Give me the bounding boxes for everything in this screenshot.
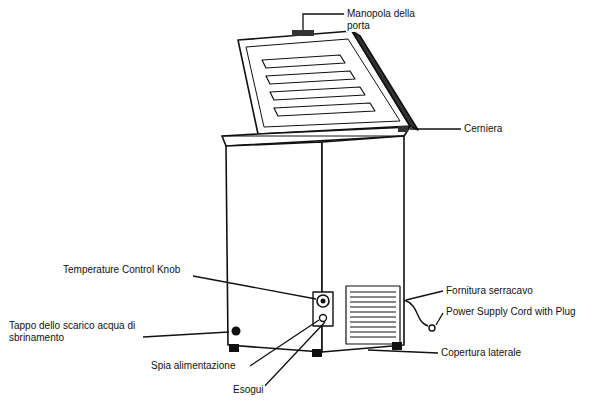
control-panel (313, 292, 333, 326)
part-label: Tappo dello scarico acqua di sbrinamento (8, 320, 142, 344)
vent-slats (350, 292, 396, 337)
temperature-knob (317, 295, 329, 307)
part-label: Manopola della porta (346, 8, 428, 32)
part-label: Fornitura serracavo (445, 285, 534, 297)
plug (429, 325, 435, 331)
drain-plug (232, 327, 241, 336)
cabinet-front (226, 142, 322, 352)
hinge (398, 126, 408, 132)
part-label: Cerniera (463, 123, 503, 135)
part-label: Esogui (232, 384, 265, 396)
part-label: Power Supply Cord with Plug (445, 306, 577, 318)
leader-lines (143, 14, 461, 389)
part-label: Spia alimentazione (150, 360, 237, 372)
part-label: Copertura laterale (440, 347, 522, 359)
foot (312, 349, 322, 357)
power-light (320, 315, 327, 322)
cabinet-side (322, 136, 404, 352)
part-label: Temperature Control Knob (62, 264, 181, 276)
foot (229, 344, 239, 352)
lid-edge (352, 31, 418, 130)
foot (392, 342, 402, 350)
door-handle (292, 30, 314, 36)
side-cover (346, 286, 400, 344)
power-cord (404, 300, 428, 326)
lid-inner-panel (246, 39, 400, 127)
lid-slots (262, 55, 375, 116)
